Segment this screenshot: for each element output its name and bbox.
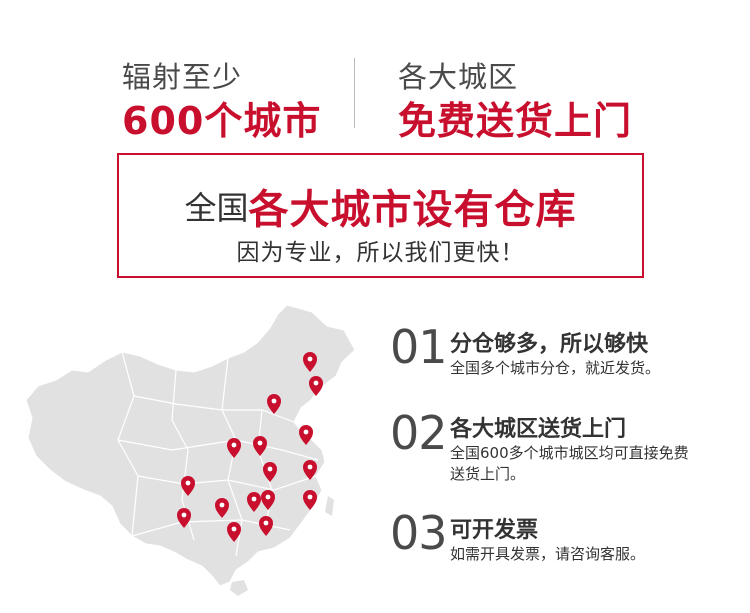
- city-count-headline: 600个城市: [122, 99, 322, 143]
- feature-03-title: 可开发票: [450, 518, 539, 543]
- warehouse-banner: 全国各大城市设有仓库 因为专业，所以我们更快！: [117, 153, 644, 278]
- taiwan-island: [325, 496, 334, 516]
- banner-subtitle: 因为专业，所以我们更快！: [236, 240, 525, 266]
- feature-01-title: 分仓够多，所以够快: [450, 332, 649, 357]
- feature-03-desc: 如需开具发票，请咨询客服。: [450, 545, 646, 563]
- hainan-island: [230, 580, 248, 596]
- china-map: [25, 304, 356, 596]
- radiate-label: 辐射至少: [122, 60, 243, 94]
- feature-01-desc: 全国多个城市分仓，就近发货。: [450, 359, 661, 377]
- banner-title-main: 各大城市设有仓库: [248, 187, 577, 233]
- banner-title: 全国各大城市设有仓库: [119, 177, 642, 235]
- header-divider: [354, 58, 355, 128]
- feature-02-desc-line1: 全国600多个城市城区均可直接免费: [450, 444, 689, 462]
- china-outline: [25, 304, 356, 587]
- banner-title-prefix: 全国: [184, 189, 249, 227]
- feature-03-number: 03: [390, 506, 448, 560]
- feature-02-desc-line2: 送货上门。: [450, 465, 526, 483]
- feature-02-number: 02: [390, 406, 448, 460]
- district-label: 各大城区: [398, 60, 519, 94]
- free-delivery-headline: 免费送货上门: [398, 99, 633, 143]
- feature-01-number: 01: [390, 320, 448, 374]
- feature-02-title: 各大城区送货上门: [450, 417, 627, 442]
